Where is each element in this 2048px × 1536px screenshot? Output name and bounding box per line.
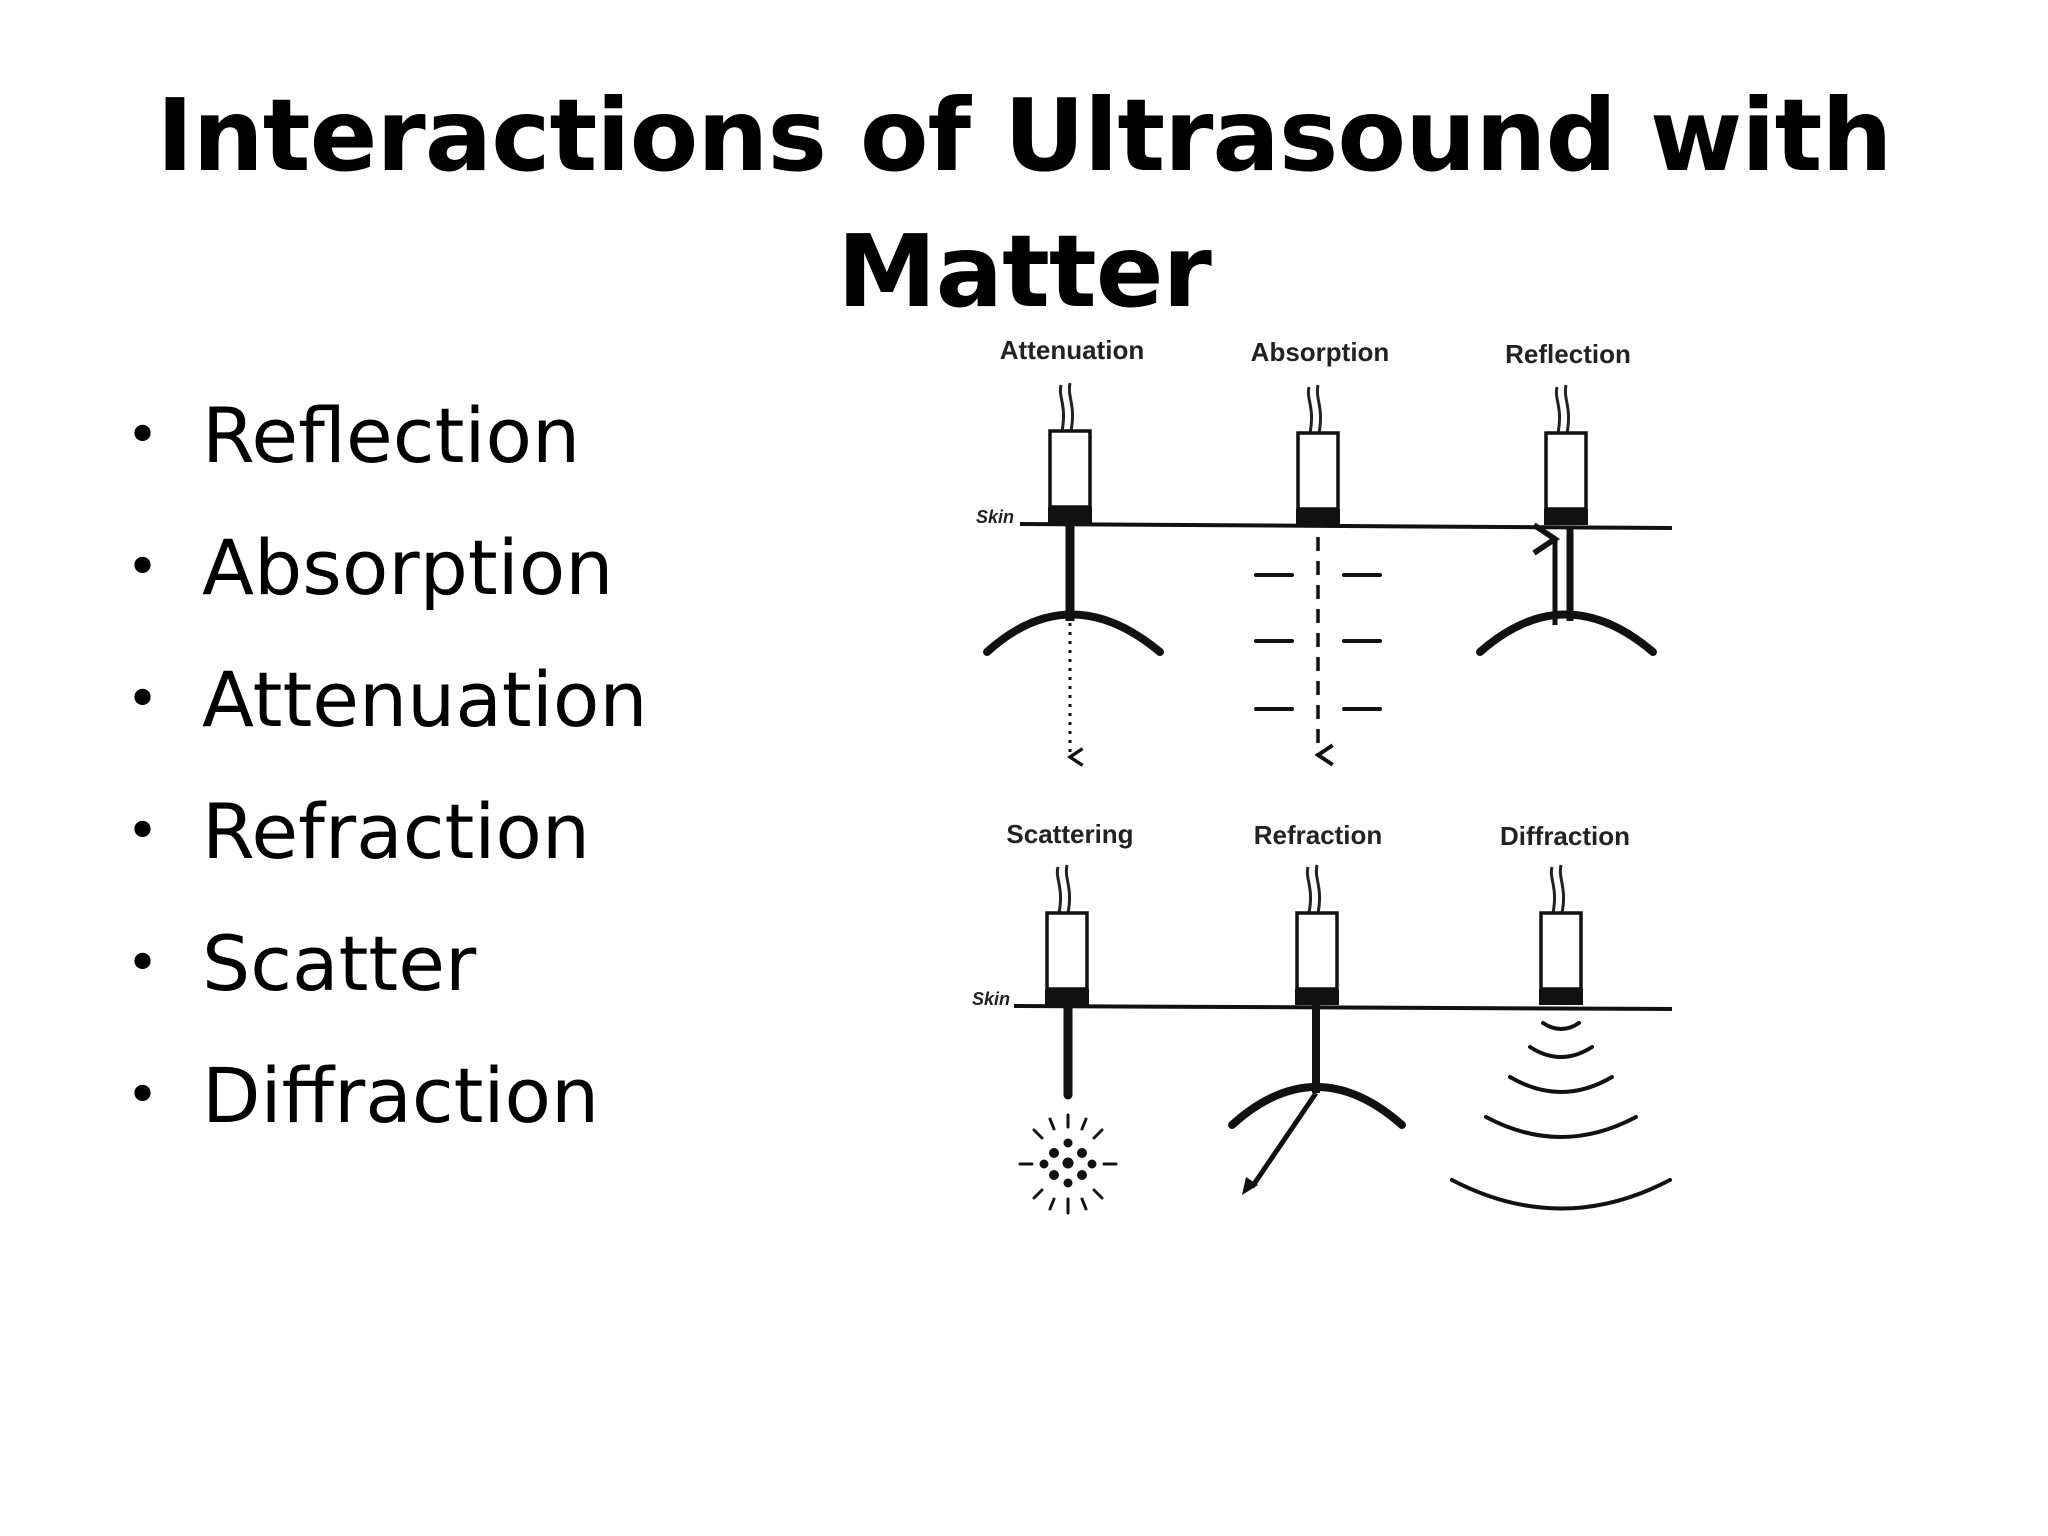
ultrasound-interactions-diagram: Attenuation Absorption Reflection Skin S… [972,335,1673,1215]
label-skin-top: Skin [976,507,1014,527]
diffraction-waves-icon [1450,1021,1672,1211]
bullet-icon: • [126,535,160,600]
label-skin-bottom: Skin [972,989,1010,1009]
label-diffraction: Diffraction [1500,821,1630,851]
slide-title-line-1: Interactions of Ultrasound with [156,77,1892,194]
bullet-text: Attenuation [202,655,648,744]
label-refraction: Refraction [1254,820,1383,850]
label-absorption: Absorption [1251,337,1390,367]
slide-title: Interactions of Ultrasound with Matter [0,68,2048,340]
bullet-item-diffraction: • Diffraction [120,1030,648,1162]
transducer-icon [1296,384,1340,525]
bullet-item-absorption: • Absorption [120,502,648,634]
transducer-icon [1539,864,1583,1005]
bullet-text: Scatter [202,919,477,1008]
bullet-icon: • [126,1063,160,1128]
label-reflection: Reflection [1505,339,1631,369]
interface-curve-reflection [1476,610,1657,656]
scatter-burst-icon [1018,1113,1118,1215]
bullet-icon: • [126,403,160,468]
bullet-icon: • [126,667,160,732]
interface-curve-refraction [1228,1083,1406,1129]
bullet-text: Reflection [202,391,581,480]
slide-title-line-2: Matter [837,213,1212,330]
bullet-list: • Reflection • Absorption • Attenuation … [120,370,648,1162]
transducer-icon [1295,864,1339,1005]
label-scattering: Scattering [1006,819,1133,849]
bullet-icon: • [126,931,160,996]
bullet-item-refraction: • Refraction [120,766,648,898]
refracted-beam [1249,1091,1319,1189]
bullet-text: Diffraction [202,1051,600,1140]
bullet-text: Absorption [202,523,614,612]
transducer-icon [1544,384,1588,525]
bullet-text: Refraction [202,787,591,876]
bullet-icon: • [126,799,160,864]
bullet-item-attenuation: • Attenuation [120,634,648,766]
refracted-beam-arrowhead-icon [1242,1177,1258,1195]
skin-line-bottom [1013,1004,1673,1011]
transducer-icon [1048,382,1092,523]
transducer-icon [1045,864,1089,1005]
label-attenuation: Attenuation [1000,335,1144,365]
bullet-item-reflection: • Reflection [120,370,648,502]
interface-curve-attenuation [983,610,1164,656]
bullet-item-scatter: • Scatter [120,898,648,1030]
skin-line-top [1019,522,1673,530]
absorption-dashes [1254,573,1382,711]
